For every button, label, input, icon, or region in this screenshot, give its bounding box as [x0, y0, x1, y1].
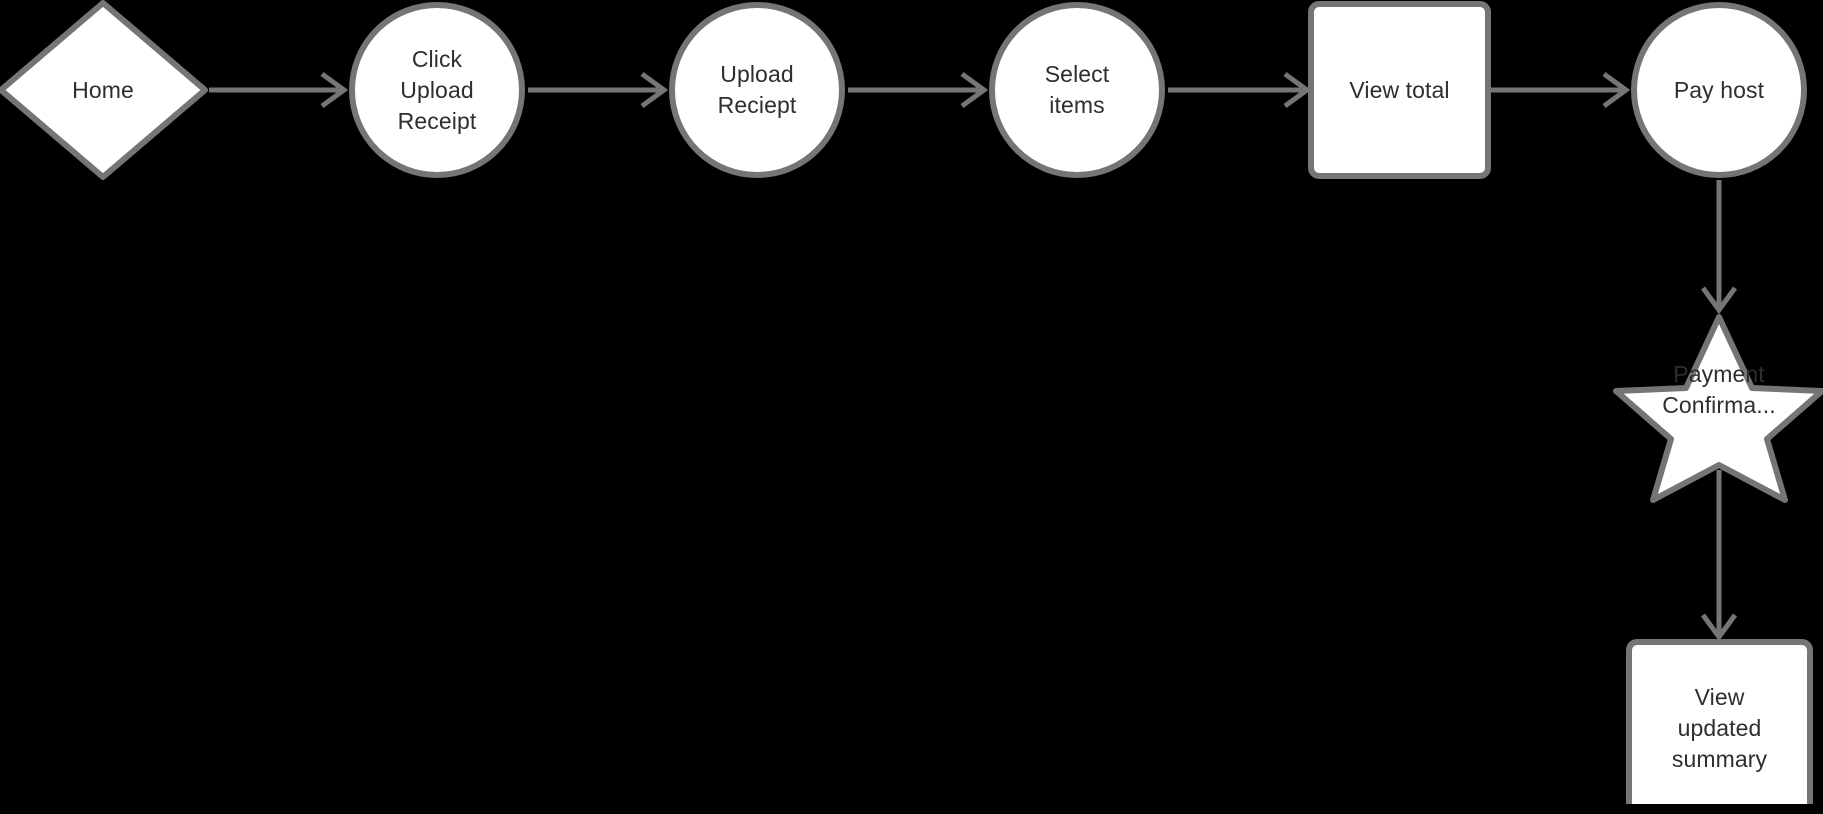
- edge-payment-confirmation-to-view-updated-summary[interactable]: [1700, 470, 1738, 642]
- edge-click-upload-receipt-to-upload-reciept[interactable]: [528, 71, 669, 109]
- edge-pay-host-to-payment-confirmation[interactable]: [1700, 180, 1738, 315]
- node-select-items[interactable]: [989, 2, 1165, 178]
- node-upload-reciept[interactable]: [669, 2, 845, 178]
- edge-select-items-to-view-total[interactable]: [1168, 71, 1312, 109]
- node-payment-confirmation[interactable]: [1613, 314, 1823, 503]
- node-pay-host[interactable]: [1631, 2, 1807, 178]
- node-home[interactable]: [0, 0, 208, 180]
- edge-home-to-click-upload-receipt[interactable]: [209, 71, 349, 109]
- node-view-updated-summary[interactable]: [1626, 639, 1813, 804]
- node-view-total[interactable]: [1308, 1, 1491, 179]
- node-click-upload-receipt[interactable]: [349, 2, 525, 178]
- edges-layer: [209, 71, 1738, 642]
- edge-upload-reciept-to-select-items[interactable]: [848, 71, 989, 109]
- edge-view-total-to-pay-host[interactable]: [1490, 71, 1631, 109]
